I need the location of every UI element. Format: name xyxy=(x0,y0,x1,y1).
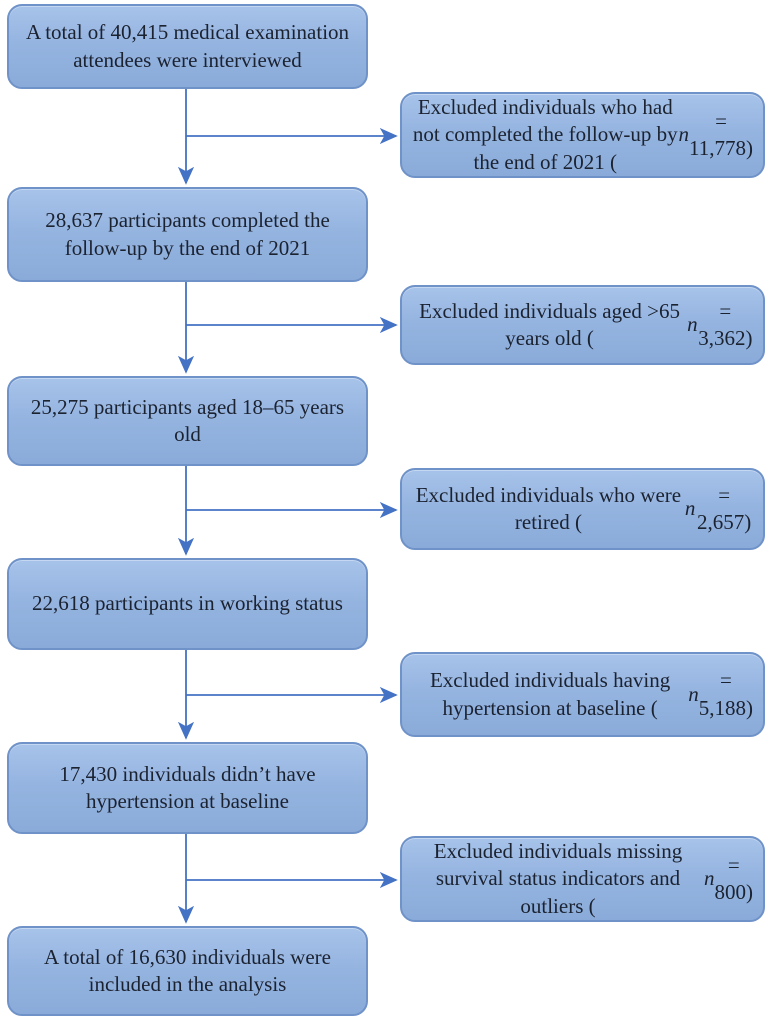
main-box-aged-18-65: 25,275 participants aged 18–65 years old xyxy=(7,376,368,466)
main-box-completed-followup: 28,637 participants completed the follow… xyxy=(7,187,368,282)
main-box-no-hypertension: 17,430 individuals didn’t have hypertens… xyxy=(7,742,368,834)
exclusion-box-retired: Excluded individuals who were retired (n… xyxy=(400,468,765,550)
exclusion-box-no-followup: Excluded individuals who had not complet… xyxy=(400,92,765,178)
exclusion-box-hypertension: Excluded individuals having hypertension… xyxy=(400,652,765,737)
exclusion-box-over-65: Excluded individuals aged >65 years old … xyxy=(400,285,765,365)
exclusion-box-missing-outliers: Excluded individuals missing survival st… xyxy=(400,836,765,922)
main-box-interviewed: A total of 40,415 medical examination at… xyxy=(7,4,368,89)
main-box-included-analysis: A total of 16,630 individuals were inclu… xyxy=(7,926,368,1016)
main-box-working-status: 22,618 participants in working status xyxy=(7,558,368,650)
